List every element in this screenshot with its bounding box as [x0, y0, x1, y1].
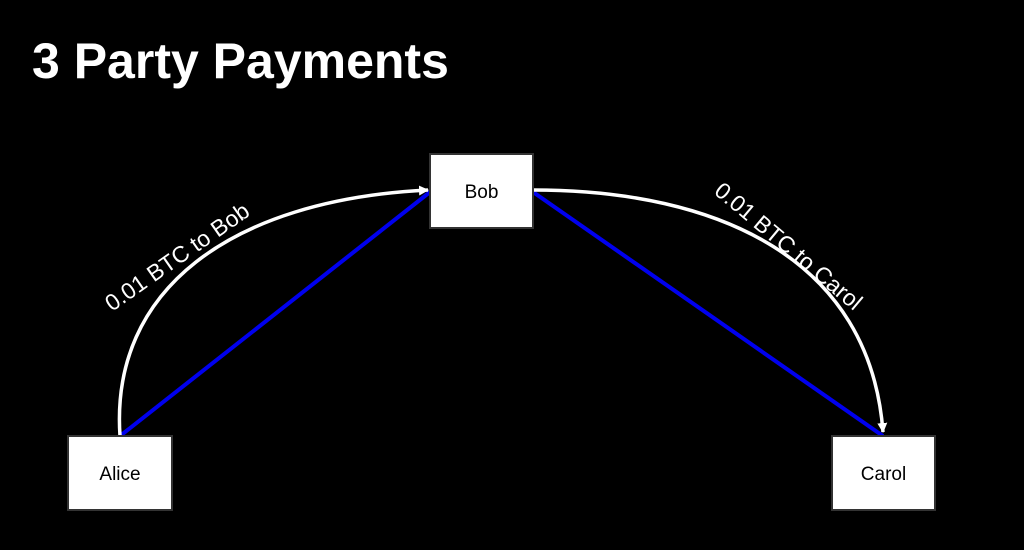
node-label-bob: Bob — [465, 182, 499, 203]
node-label-alice: Alice — [99, 464, 140, 485]
node-bob: Bob — [429, 153, 534, 229]
channel-line-bob-carol — [531, 190, 885, 438]
payment-label-alice-bob: 0.01 BTC to Bob — [100, 197, 254, 316]
payment-arrow-alice-to-bob — [117, 185, 429, 437]
payment-arrow-bob-to-carol — [532, 188, 888, 433]
node-carol: Carol — [831, 435, 936, 511]
payment-label-bob-carol: 0.01 BTC to Carol — [710, 177, 868, 315]
channel-line-alice-bob — [118, 190, 432, 438]
slide-title: 3 Party Payments — [32, 33, 449, 89]
node-alice: Alice — [67, 435, 173, 511]
node-label-carol: Carol — [861, 464, 906, 485]
